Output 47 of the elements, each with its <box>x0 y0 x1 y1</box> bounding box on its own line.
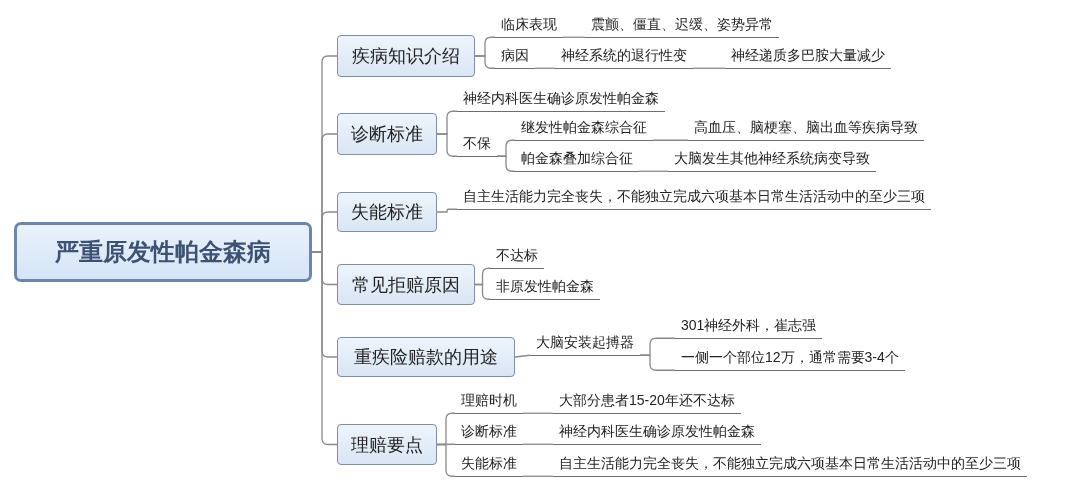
connector-line <box>692 67 726 69</box>
connector-line <box>436 443 456 477</box>
subtopic-text: 震颤、僵直、迟缓、姿势异常 <box>585 14 779 38</box>
subtopic-text: 神经递质多巴胺大量减少 <box>725 45 891 69</box>
connector-line <box>652 139 689 141</box>
topic-box: 疾病知识介绍 <box>337 35 475 77</box>
connector-line <box>522 475 554 477</box>
subtopic-text: 301神经外科，崔志强 <box>675 315 823 339</box>
connector-line <box>496 155 516 172</box>
subtopic-text: 自主生活能力完全丧失，不能独立完成六项基本日常生活活动中的至少三项 <box>553 453 1027 477</box>
subtopic-text: 病因 <box>495 45 535 69</box>
connector-line <box>514 354 531 358</box>
connector-line <box>436 133 458 157</box>
subtopic-text: 诊断标准 <box>455 421 523 445</box>
subtopic-text: 自主生活能力完全丧失，不能独立完成六项基本日常生活活动中的至少三项 <box>457 186 931 210</box>
subtopic-text: 帕金森叠加综合征 <box>515 148 639 172</box>
connector-line <box>474 55 496 69</box>
connector-line <box>522 412 554 414</box>
subtopic-text: 高血压、脑梗塞、脑出血等疾病导致 <box>688 117 924 141</box>
subtopic-text: 大脑安装起搏器 <box>530 332 640 356</box>
subtopic-text: 失能标准 <box>455 453 523 477</box>
topic-box: 诊断标准 <box>337 113 437 155</box>
topic-box: 失能标准 <box>337 192 437 232</box>
topic-box: 常见拒赔原因 <box>337 264 475 305</box>
connector-line <box>436 208 458 213</box>
topic-box: 理赔要点 <box>337 424 437 465</box>
subtopic-text: 非原发性帕金森 <box>490 276 600 300</box>
connector-line <box>474 283 491 300</box>
subtopic-text: 临床表现 <box>495 14 563 38</box>
connector-line <box>311 251 338 446</box>
central-topic-box: 严重原发性帕金森病 <box>14 222 312 282</box>
connector-line <box>534 67 556 69</box>
subtopic-text: 大部分患者15-20年还不达标 <box>553 390 741 414</box>
topic-box: 重疾险赔款的用途 <box>337 337 515 377</box>
subtopic-text: 一侧一个部位12万，通常需要3-4个 <box>675 347 905 371</box>
subtopic-text: 神经内科医生确诊原发性帕金森 <box>457 88 665 112</box>
subtopic-text: 理赔时机 <box>455 390 523 414</box>
subtopic-text: 神经系统的退行性变 <box>555 45 693 69</box>
subtopic-text: 神经内科医生确诊原发性帕金森 <box>553 421 761 445</box>
connector-line <box>522 443 554 445</box>
subtopic-text: 不达标 <box>490 245 544 269</box>
subtopic-text: 继发性帕金森综合征 <box>515 117 653 141</box>
connector-line <box>638 170 669 172</box>
connector-line <box>639 354 676 371</box>
subtopic-text: 不保 <box>457 133 497 157</box>
connector-line <box>562 36 586 38</box>
subtopic-text: 大脑发生其他神经系统病变导致 <box>668 148 876 172</box>
